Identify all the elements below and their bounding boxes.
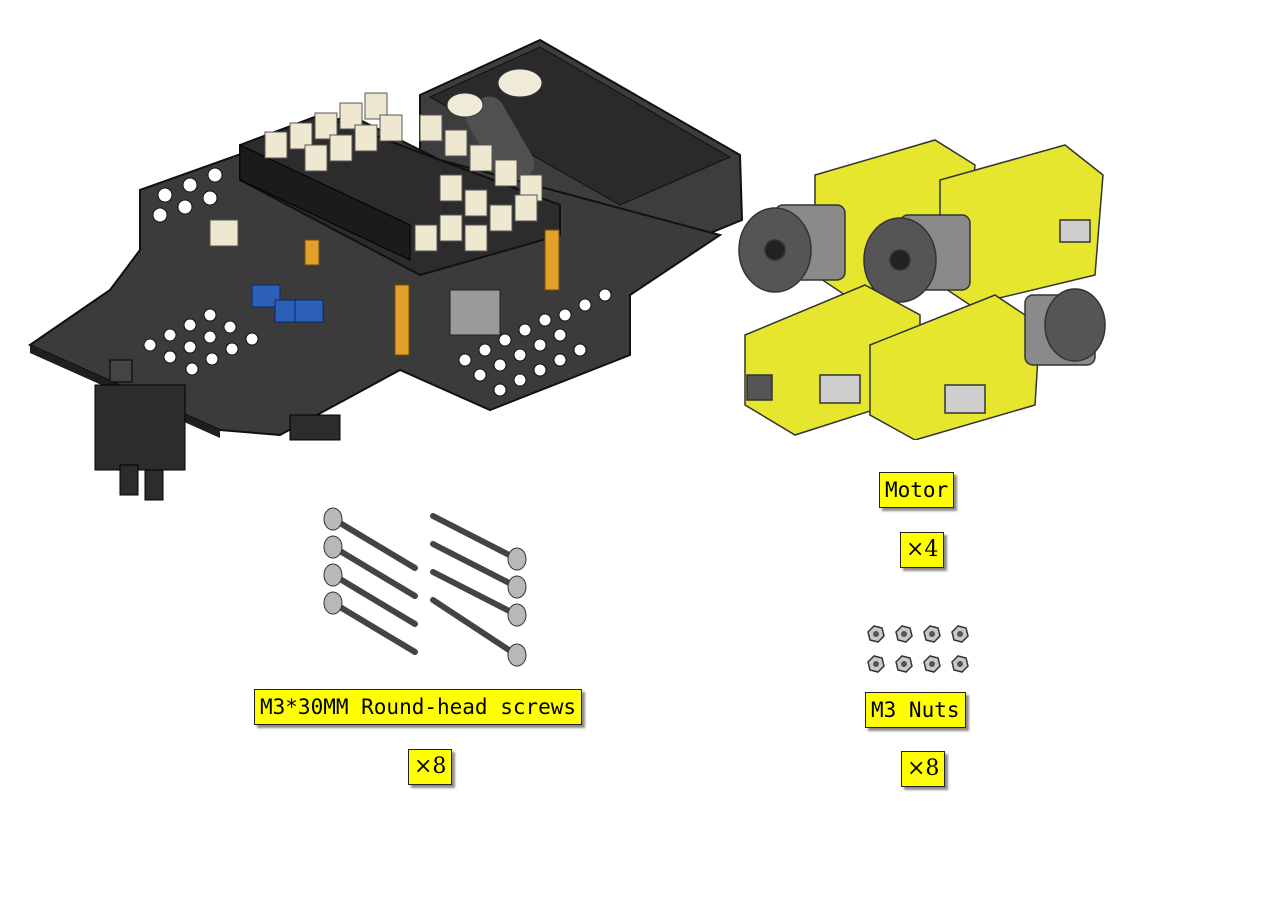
battery-holder: [419, 38, 744, 272]
motors-image: [738, 139, 1106, 440]
screws-quantity: ×8: [408, 749, 453, 785]
nuts-image: [867, 625, 969, 673]
robot-chassis-board-image: [27, 38, 744, 501]
screws-image: [323, 507, 527, 667]
nuts-quantity: ×8: [901, 751, 946, 787]
nuts-label: M3 Nuts: [865, 692, 966, 728]
motor-4: [869, 288, 1106, 440]
line-sensors: [94, 359, 341, 501]
screws-label: M3*30MM Round-head screws: [254, 689, 583, 725]
chassis-plate: [27, 113, 723, 437]
motor-quantity: ×4: [900, 532, 945, 568]
potentiometers: [251, 284, 324, 323]
motor-label: Motor: [879, 472, 955, 508]
motor-2: [863, 144, 1104, 306]
expansion-board: [209, 92, 561, 277]
